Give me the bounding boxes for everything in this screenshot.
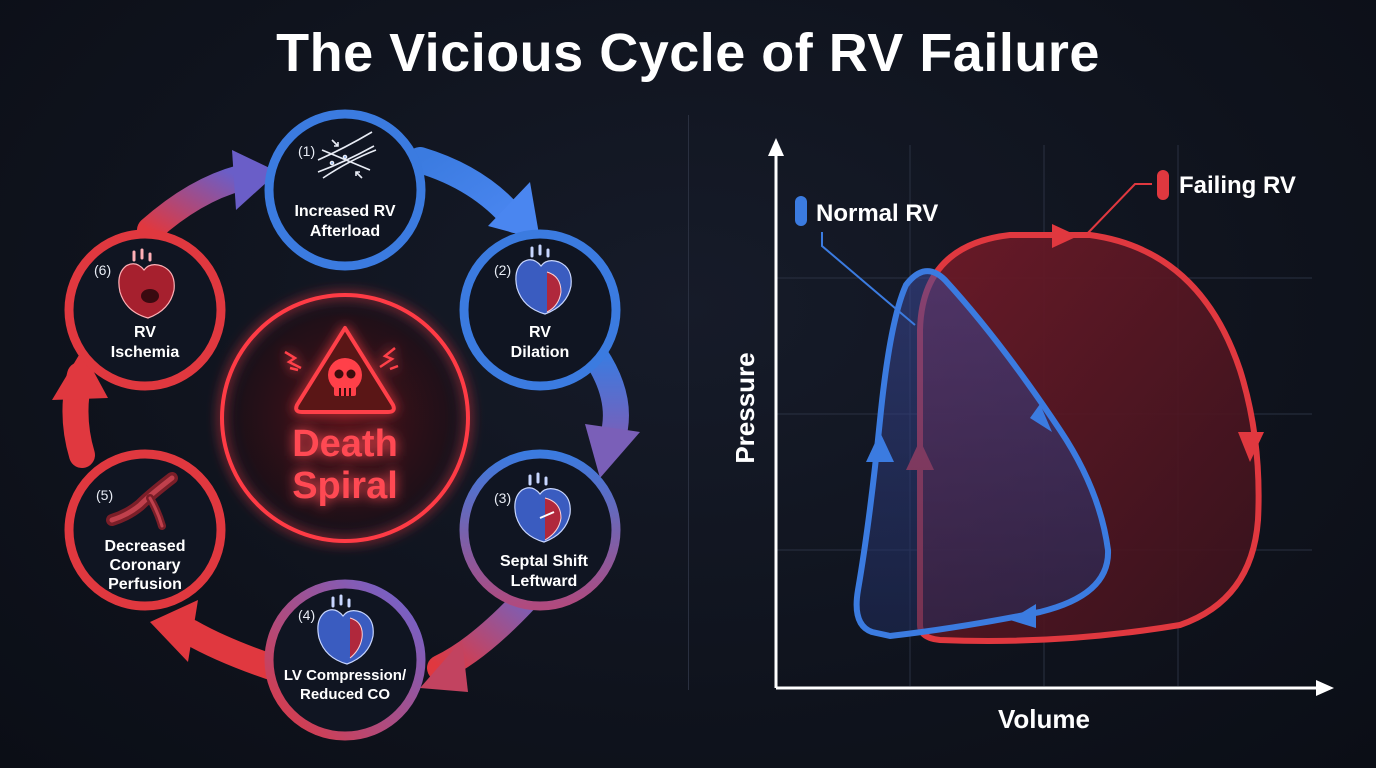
node-4-number: (4) — [298, 607, 315, 623]
node-5-line3: Perfusion — [108, 576, 182, 593]
x-axis-label: Volume — [998, 704, 1090, 734]
heart-icon — [317, 594, 374, 665]
ischemic-heart-icon — [118, 248, 175, 319]
heart-icon — [514, 472, 571, 543]
legend-failing-rv: Failing RV — [1084, 170, 1296, 237]
node-2-line2: Dilation — [511, 344, 570, 361]
node-4-line2: Reduced CO — [300, 686, 390, 703]
node-1-number: (1) — [298, 143, 315, 159]
node-6-number: (6) — [94, 262, 111, 278]
divider — [688, 115, 689, 690]
cycle-node-6: (6) RV Ischemia — [64, 229, 226, 391]
legend-normal-rv: Normal RV — [795, 196, 938, 326]
coronary-vessel-icon — [106, 472, 178, 530]
node-5-line1: Decreased — [105, 538, 186, 555]
normal-rv-loop — [853, 268, 1112, 639]
node-3-line1: Septal Shift — [500, 553, 589, 570]
cycle-node-1: (1) Increased RV Afterload — [264, 109, 426, 271]
node-1-line1: Increased RV — [294, 203, 395, 220]
legend-swatch-failing — [1157, 170, 1169, 200]
node-5-number: (5) — [96, 487, 113, 503]
pv-loop-plot: Volume Pressure Normal RV Failing RV — [730, 138, 1334, 734]
cycle-diagram: Death Spiral (1) Increased RV Afterload … — [52, 109, 640, 741]
legend-label-normal: Normal RV — [816, 200, 938, 227]
cycle-node-2: (2) RV Dilation — [459, 229, 621, 391]
cycle-node-3: (3) Septal Shift Leftward — [459, 449, 621, 611]
center-death-spiral: Death Spiral — [210, 283, 480, 553]
heart-icon — [515, 244, 572, 315]
node-1-line2: Afterload — [310, 223, 380, 240]
plot-axes — [768, 138, 1334, 696]
node-4-line1: LV Compression/ — [284, 667, 407, 684]
center-line2: Spiral — [292, 465, 398, 507]
node-3-number: (3) — [494, 490, 511, 506]
node-6-line2: Ischemia — [111, 344, 180, 361]
skull-warning-icon — [284, 326, 399, 414]
cycle-node-5: (5) Decreased Coronary Perfusion — [64, 449, 226, 611]
node-6-line1: RV — [134, 324, 156, 341]
cycle-arrows — [52, 147, 640, 692]
node-2-line1: RV — [529, 324, 551, 341]
node-5-line2: Coronary — [109, 557, 180, 574]
center-line1: Death — [292, 423, 398, 465]
y-axis-label: Pressure — [730, 352, 760, 463]
legend-swatch-normal — [795, 196, 807, 226]
legend-label-failing: Failing RV — [1179, 172, 1296, 199]
node-2-number: (2) — [494, 262, 511, 278]
node-3-line2: Leftward — [511, 573, 578, 590]
narrowed-vessel-icon — [317, 131, 377, 179]
page-title: The Vicious Cycle of RV Failure — [276, 23, 1100, 83]
cycle-node-4: (4) LV Compression/ Reduced CO — [264, 579, 426, 741]
